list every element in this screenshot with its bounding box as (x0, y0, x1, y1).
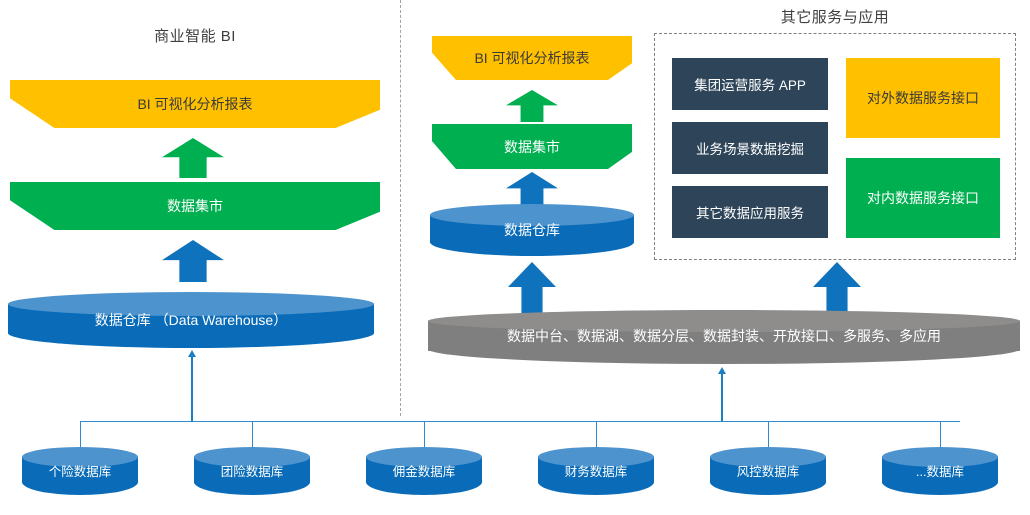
external-data-service-interface-label: 对外数据服务接口 (867, 90, 979, 106)
right-data-mart-label: 数据集市 (504, 138, 560, 155)
cylinder-top-ellipse (882, 447, 998, 467)
left-bi-report-label: BI 可视化分析报表 (137, 96, 253, 112)
bus-to-platform-line (721, 374, 723, 421)
database-cylinder-2[interactable]: 佣金数据库 (366, 447, 482, 495)
cylinder-top-ellipse (430, 204, 634, 226)
external-data-service-interface-card[interactable]: 对外数据服务接口 (846, 58, 1000, 138)
internal-data-service-interface-label: 对内数据服务接口 (867, 190, 979, 206)
bus-drop-1 (252, 421, 253, 449)
internal-data-service-interface-card[interactable]: 对内数据服务接口 (846, 158, 1000, 238)
right-bi-report-banner: BI 可视化分析报表 (432, 36, 632, 80)
cylinder-top-ellipse (366, 447, 482, 467)
bus-drop-2 (424, 421, 425, 449)
services-group-box (654, 33, 1016, 260)
database-cylinder-3[interactable]: 财务数据库 (538, 447, 654, 495)
bus-drop-5 (940, 421, 941, 449)
data-platform-bar: 数据中台、数据湖、数据分层、数据封装、开放接口、多服务、多应用 (428, 310, 1020, 364)
bus-drop-4 (768, 421, 769, 449)
cylinder-top-ellipse (538, 447, 654, 467)
cylinder-top-ellipse (194, 447, 310, 467)
database-cylinder-5[interactable]: ...数据库 (882, 447, 998, 495)
bus-drop-3 (596, 421, 597, 449)
right-data-mart-banner: 数据集市 (432, 124, 632, 169)
left-arrow-warehouse-to-mart (162, 240, 224, 282)
left-data-mart-label: 数据集市 (167, 198, 223, 214)
section-divider (400, 0, 401, 416)
right-section-title: 其它服务与应用 (780, 9, 890, 26)
cylinder-top-ellipse (710, 447, 826, 467)
left-data-mart-banner: 数据集市 (10, 182, 380, 230)
service-app-label-1: 业务场景数据挖掘 (696, 142, 804, 157)
database-cylinder-1[interactable]: 团险数据库 (194, 447, 310, 495)
service-app-label-2: 其它数据应用服务 (696, 206, 804, 221)
right-arrow-mart-to-report (506, 90, 558, 122)
platform-to-services-arrow (813, 262, 861, 314)
platform-top-ellipse (428, 310, 1020, 332)
bus-to-left-warehouse-arrowhead (187, 350, 196, 357)
bus-to-left-warehouse-line (191, 357, 193, 421)
service-app-card-2[interactable]: 其它数据应用服务 (672, 186, 828, 238)
right-arrow-warehouse-to-mart (506, 172, 558, 206)
database-cylinder-4[interactable]: 风控数据库 (710, 447, 826, 495)
left-arrow-mart-to-report (162, 138, 224, 178)
cylinder-top-ellipse (8, 292, 374, 316)
cylinder-top-ellipse (22, 447, 138, 467)
left-bi-report-banner: BI 可视化分析报表 (10, 80, 380, 128)
left-data-warehouse-cylinder: 数据仓库 （Data Warehouse） (8, 292, 374, 348)
bus-drop-0 (80, 421, 81, 449)
database-bus-line (80, 421, 960, 422)
service-app-card-1[interactable]: 业务场景数据挖掘 (672, 122, 828, 174)
bus-to-platform-arrowhead (717, 367, 726, 374)
platform-to-right-warehouse-arrow (508, 262, 556, 314)
right-bi-report-label: BI 可视化分析报表 (474, 50, 590, 66)
service-app-card-0[interactable]: 集团运营服务 APP (672, 58, 828, 110)
service-app-label-0: 集团运营服务 APP (694, 78, 806, 93)
left-section-title: 商业智能 BI (154, 28, 236, 45)
right-data-warehouse-cylinder: 数据仓库 (430, 204, 634, 256)
database-cylinder-0[interactable]: 个险数据库 (22, 447, 138, 495)
